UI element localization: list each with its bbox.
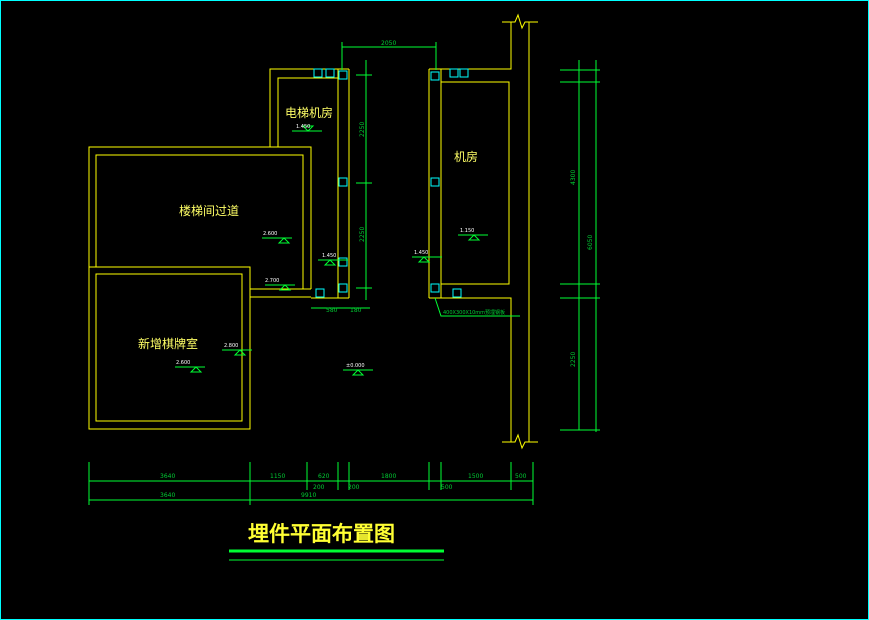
dim-text-bottom: 1500: [468, 473, 483, 480]
embed-plate: [338, 70, 348, 80]
level-value: 2.800: [224, 343, 238, 349]
level-marker: [292, 125, 322, 132]
room-label-machine-room: 机房: [454, 149, 478, 164]
dim-text-top: 2050: [381, 40, 396, 47]
dim-text-bottom: 1150: [270, 473, 285, 480]
room-label-stair-corridor: 楼梯间过道: [179, 203, 239, 218]
stair-corridor-wall-inner: [95, 154, 304, 289]
card-room-wall-outer: [88, 266, 251, 430]
break-mark-bottom: [502, 433, 538, 450]
elev-room-wall-inner: [277, 77, 338, 147]
elev-room-wall-outer: [269, 68, 349, 147]
embed-plate: [430, 71, 440, 81]
level-value: 2.700: [265, 278, 279, 284]
dim-text-bottom-sub: 200: [313, 484, 325, 491]
embed-plate: [325, 68, 335, 78]
note-leader: [434, 297, 520, 317]
room-label-new-card-room: 新增棋牌室: [138, 336, 198, 351]
dim-text-bottom: 500: [515, 473, 527, 480]
dim-text-bottom: 3640: [160, 473, 175, 480]
dim-text-bottom-total: 9910: [301, 492, 316, 499]
drawing-title: 埋件平面布置图: [248, 522, 395, 546]
embed-plate: [430, 283, 440, 293]
level-marker: [265, 284, 295, 291]
dim-text-bottom: 620: [318, 473, 330, 480]
embed-plate: [313, 68, 323, 78]
dim-text-left-lower: 2250: [359, 227, 366, 242]
dim-text-right-overall: 6050: [587, 235, 594, 250]
dim-text-bottom-sub: 200: [348, 484, 360, 491]
note-embed-plate: 400X300X10mm预埋钢板: [443, 309, 505, 316]
level-value: 2.600: [176, 360, 190, 366]
level-marker: [318, 259, 348, 266]
embed-plates: [313, 68, 469, 298]
dim-text-left-upper: 2250: [359, 122, 366, 137]
dim-text-small-b: 180: [350, 307, 362, 314]
level-marker: [412, 256, 442, 263]
card-room-wall-inner: [95, 273, 243, 422]
stair-corridor-wall-outer: [88, 146, 312, 289]
embed-plate: [449, 68, 459, 78]
machine-room-bottom: [429, 297, 512, 442]
dim-text-bottom-sub: 500: [441, 484, 453, 491]
embed-plate: [338, 283, 348, 293]
embed-plate: [452, 288, 462, 298]
level-markers: [175, 125, 488, 376]
level-value: 1.450: [296, 124, 310, 130]
level-marker: [222, 349, 252, 356]
embed-plate: [459, 68, 469, 78]
dim-text-right-lower: 2250: [570, 352, 577, 367]
level-value: ±0.000: [346, 363, 365, 369]
break-mark-top: [502, 13, 538, 30]
level-marker: [343, 369, 373, 376]
room-label-elevator-machine-room: 电梯机房: [285, 105, 333, 120]
level-marker: [458, 234, 488, 241]
dim-text-small-a: 580: [326, 307, 338, 314]
dimension-lines: [88, 42, 600, 505]
dim-text-bottom-total-left: 3640: [160, 492, 175, 499]
embed-plate: [315, 288, 325, 298]
machine-room-wall-outer: [429, 22, 512, 70]
dim-text-right-upper: 4300: [570, 170, 577, 185]
embed-plate: [338, 177, 348, 187]
level-value: 1.150: [460, 228, 474, 234]
embed-plate: [430, 177, 440, 187]
dim-text-bottom: 1800: [381, 473, 396, 480]
embed-plate: [338, 257, 348, 267]
machine-room-wall-inner: [440, 81, 510, 285]
level-marker: [175, 366, 205, 373]
level-value: 2.600: [263, 231, 277, 237]
level-marker: [262, 237, 292, 244]
level-value: 1.450: [414, 250, 428, 256]
level-value: 1.450: [322, 253, 336, 259]
